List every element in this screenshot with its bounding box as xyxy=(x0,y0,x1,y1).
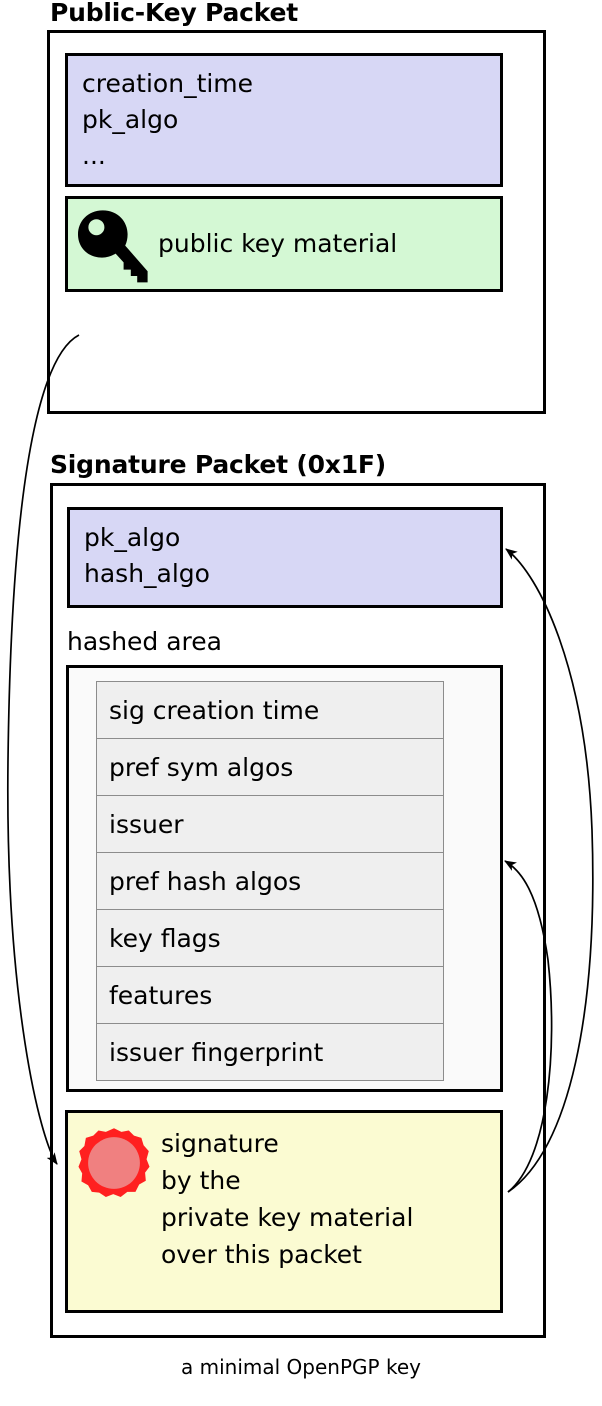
public-key-packet-title: Public-Key Packet xyxy=(50,0,299,27)
hashed-area-box: sig creation time pref sym algos issuer … xyxy=(66,665,503,1092)
subpacket-row: features xyxy=(97,967,443,1024)
hashed-area-label: hashed area xyxy=(67,627,222,656)
diagram-caption: a minimal OpenPGP key xyxy=(181,1355,421,1379)
public-key-material-label: public key material xyxy=(158,229,398,258)
subpacket-row: pref hash algos xyxy=(97,853,443,910)
subpacket-row: key flags xyxy=(97,910,443,967)
subpacket-row: issuer xyxy=(97,796,443,853)
signature-algo-text: pk_algo hash_algo xyxy=(84,523,210,588)
signature-block: signature by the private key material ov… xyxy=(65,1110,503,1313)
signature-packet-title: Signature Packet (0x1F) xyxy=(50,450,387,479)
public-key-metadata-text: creation_time pk_algo ... xyxy=(82,69,254,170)
subpacket-row: issuer fingerprint xyxy=(97,1024,443,1081)
key-icon xyxy=(78,210,148,283)
hashed-subpacket-list: sig creation time pref sym algos issuer … xyxy=(96,681,444,1081)
subpacket-row: sig creation time xyxy=(97,682,443,739)
seal-icon xyxy=(78,1128,150,1198)
signature-algo-block: pk_algo hash_algo xyxy=(67,507,503,608)
signature-block-text: signature by the private key material ov… xyxy=(161,1129,414,1269)
public-key-metadata-block: creation_time pk_algo ... xyxy=(65,53,503,187)
subpacket-row: pref sym algos xyxy=(97,739,443,796)
public-key-material-block: public key material xyxy=(65,196,503,292)
